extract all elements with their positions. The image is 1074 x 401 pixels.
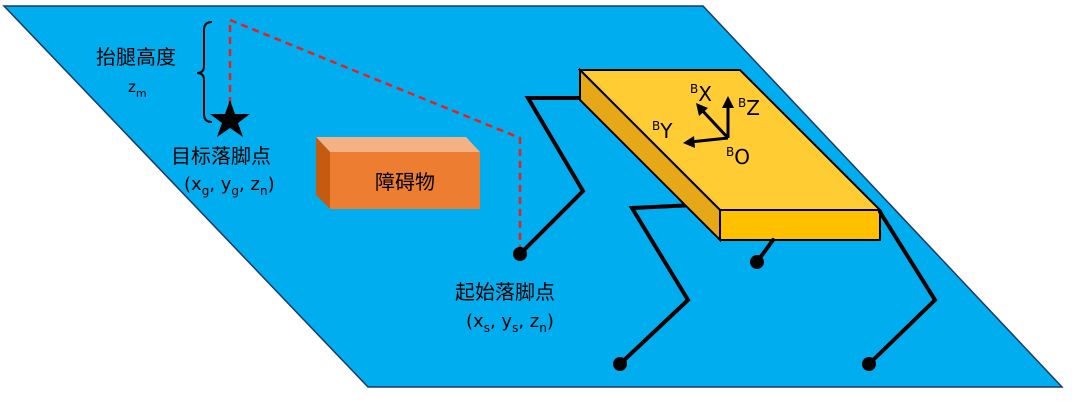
foot bbox=[750, 255, 764, 269]
axis-o-label: BO bbox=[726, 145, 750, 169]
lift-height-label: 抬腿高度 bbox=[96, 45, 176, 69]
foot bbox=[613, 357, 627, 371]
back-legs bbox=[518, 96, 696, 366]
obstacle-box bbox=[316, 137, 480, 209]
axis-y-label: BY bbox=[652, 119, 673, 143]
obstacle-label: 障碍物 bbox=[375, 170, 435, 194]
target-foothold-title: 目标落脚点 bbox=[171, 144, 271, 168]
z-axis-arrowhead-icon bbox=[722, 96, 734, 108]
y-axis-arrowhead-icon bbox=[683, 136, 695, 148]
foot bbox=[862, 357, 876, 371]
x-axis-arrowhead-icon bbox=[696, 103, 708, 116]
axis-z-label: BZ bbox=[738, 96, 760, 120]
axis-x-label: BX bbox=[690, 82, 712, 106]
ground-plane bbox=[2, 5, 1064, 388]
lift-height-bracket bbox=[196, 21, 213, 123]
start-foothold-coordinates: (xs, ys, zn) bbox=[466, 311, 554, 335]
target-foothold-coordinates: (xg, yg, zn) bbox=[184, 174, 275, 198]
target-foothold-star-icon bbox=[210, 100, 250, 137]
z-m-label: zm bbox=[128, 78, 147, 100]
swing-trajectory bbox=[228, 18, 522, 250]
start-foothold-title: 起始落脚点 bbox=[455, 280, 555, 304]
body-frame-axes bbox=[689, 103, 730, 144]
start-foothold-foot bbox=[513, 247, 527, 261]
robot-body bbox=[577, 67, 883, 243]
